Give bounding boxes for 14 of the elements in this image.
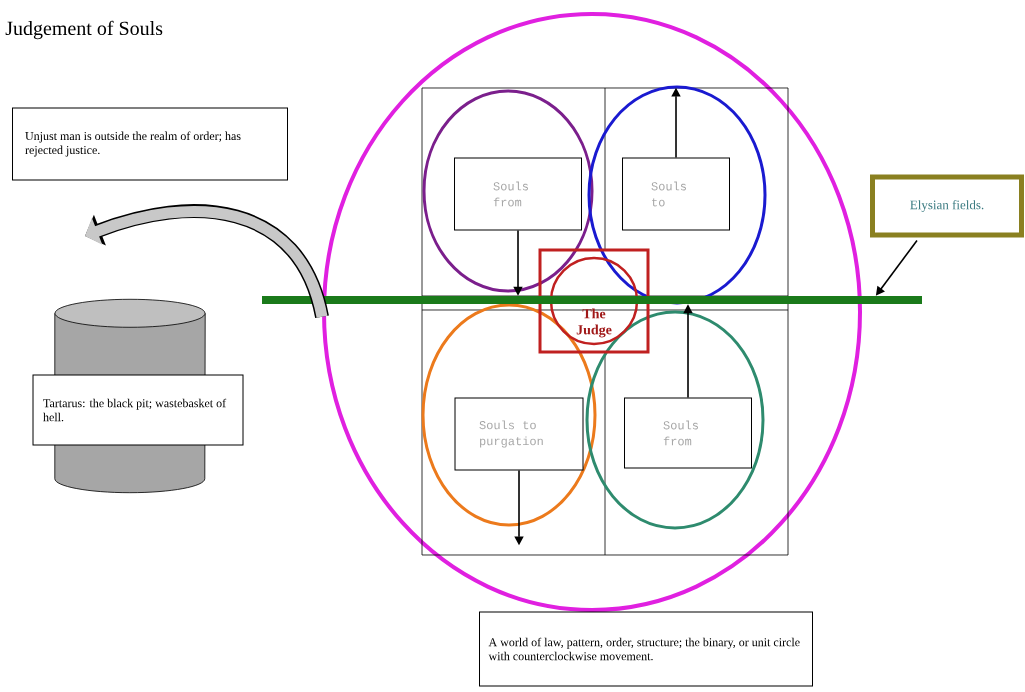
- note-box: A world of law, pattern, order, structure; the binary, or unit circle with counterclockwise movement.: [479, 611, 813, 687]
- ellipse-ring: [422, 89, 594, 293]
- outer-circle: [322, 12, 862, 612]
- note-box: Tartarus: the black pit; wastebasket of hell.: [32, 374, 244, 446]
- judge-square: The Judge: [538, 248, 650, 354]
- souls-box: Souls to purgation: [454, 397, 584, 471]
- souls-box: Souls to: [622, 157, 730, 231]
- souls-box: Souls from: [454, 157, 582, 231]
- souls-box: Souls from: [624, 397, 752, 469]
- note-box: Unjust man is outside the realm of order; has rejected justice.: [12, 107, 288, 181]
- label-box: Elysian fields.: [870, 174, 1024, 238]
- block-arrow: [85, 204, 329, 319]
- title: Judgement of Souls: [5, 20, 163, 40]
- grid-frame: [421, 87, 789, 556]
